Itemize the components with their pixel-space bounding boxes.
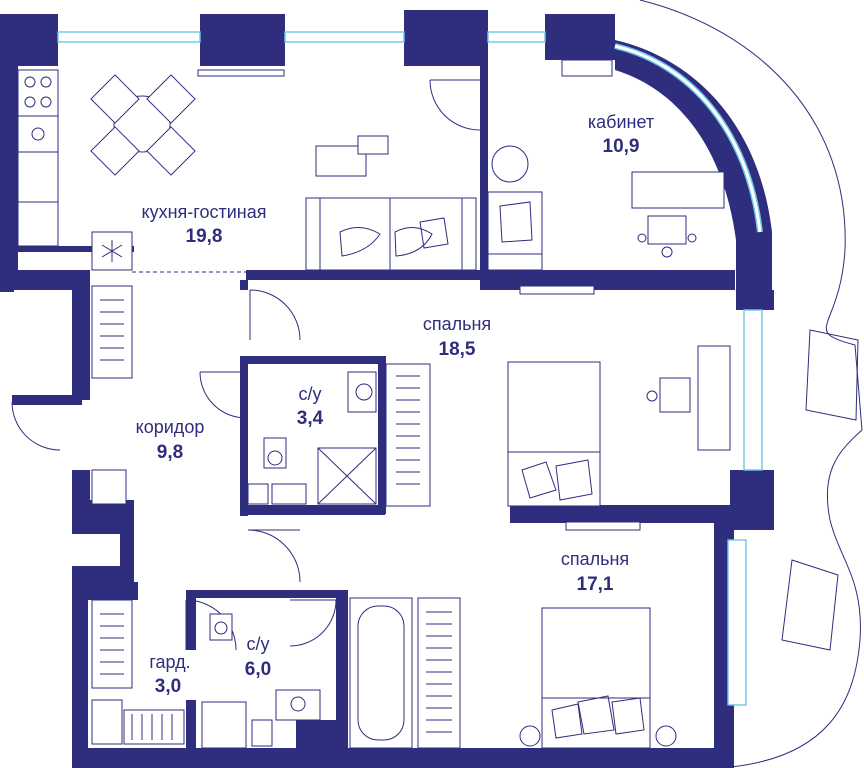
room-area-wardrobe: 3,0	[155, 676, 181, 697]
room-label-wardrobe: гард.	[149, 652, 190, 672]
room-label-bathroom-1: с/у	[298, 384, 321, 404]
terrace-planter-2	[781, 559, 839, 651]
room-label-kitchen-living: кухня-гостиная	[142, 202, 267, 222]
terrace-outline	[639, 0, 863, 768]
room-label-bedroom-1: спальня	[423, 314, 491, 334]
room-label-bedroom-2: спальня	[561, 549, 629, 569]
bedroom-1-furniture	[385, 345, 731, 531]
bathroom-1-furniture	[247, 371, 377, 505]
kitchen-living-furniture	[17, 69, 477, 273]
room-area-corridor: 9,8	[157, 442, 183, 463]
windows	[57, 31, 763, 706]
bedroom-2-furniture	[519, 607, 677, 749]
room-label-bathroom-2: с/у	[246, 634, 269, 654]
terrace-planter-1	[805, 329, 859, 421]
study-furniture	[487, 59, 725, 295]
room-area-study: 10,9	[603, 136, 640, 157]
room-label-corridor: коридор	[136, 417, 205, 437]
corridor-furniture	[91, 285, 133, 505]
room-labels: кухня-гостиная 19,8 кабинет 10,9 спальня…	[136, 112, 654, 697]
room-area-bathroom-1: 3,4	[297, 408, 324, 429]
bathroom-2-furniture	[201, 597, 461, 749]
room-area-kitchen-living: 19,8	[186, 226, 223, 247]
room-area-bedroom-2: 17,1	[577, 574, 614, 595]
room-label-study: кабинет	[588, 112, 654, 132]
room-area-bedroom-1: 18,5	[439, 339, 476, 360]
wardrobe-furniture	[91, 599, 185, 745]
room-area-bathroom-2: 6,0	[245, 659, 271, 680]
doors	[11, 79, 481, 651]
walls	[0, 10, 774, 768]
